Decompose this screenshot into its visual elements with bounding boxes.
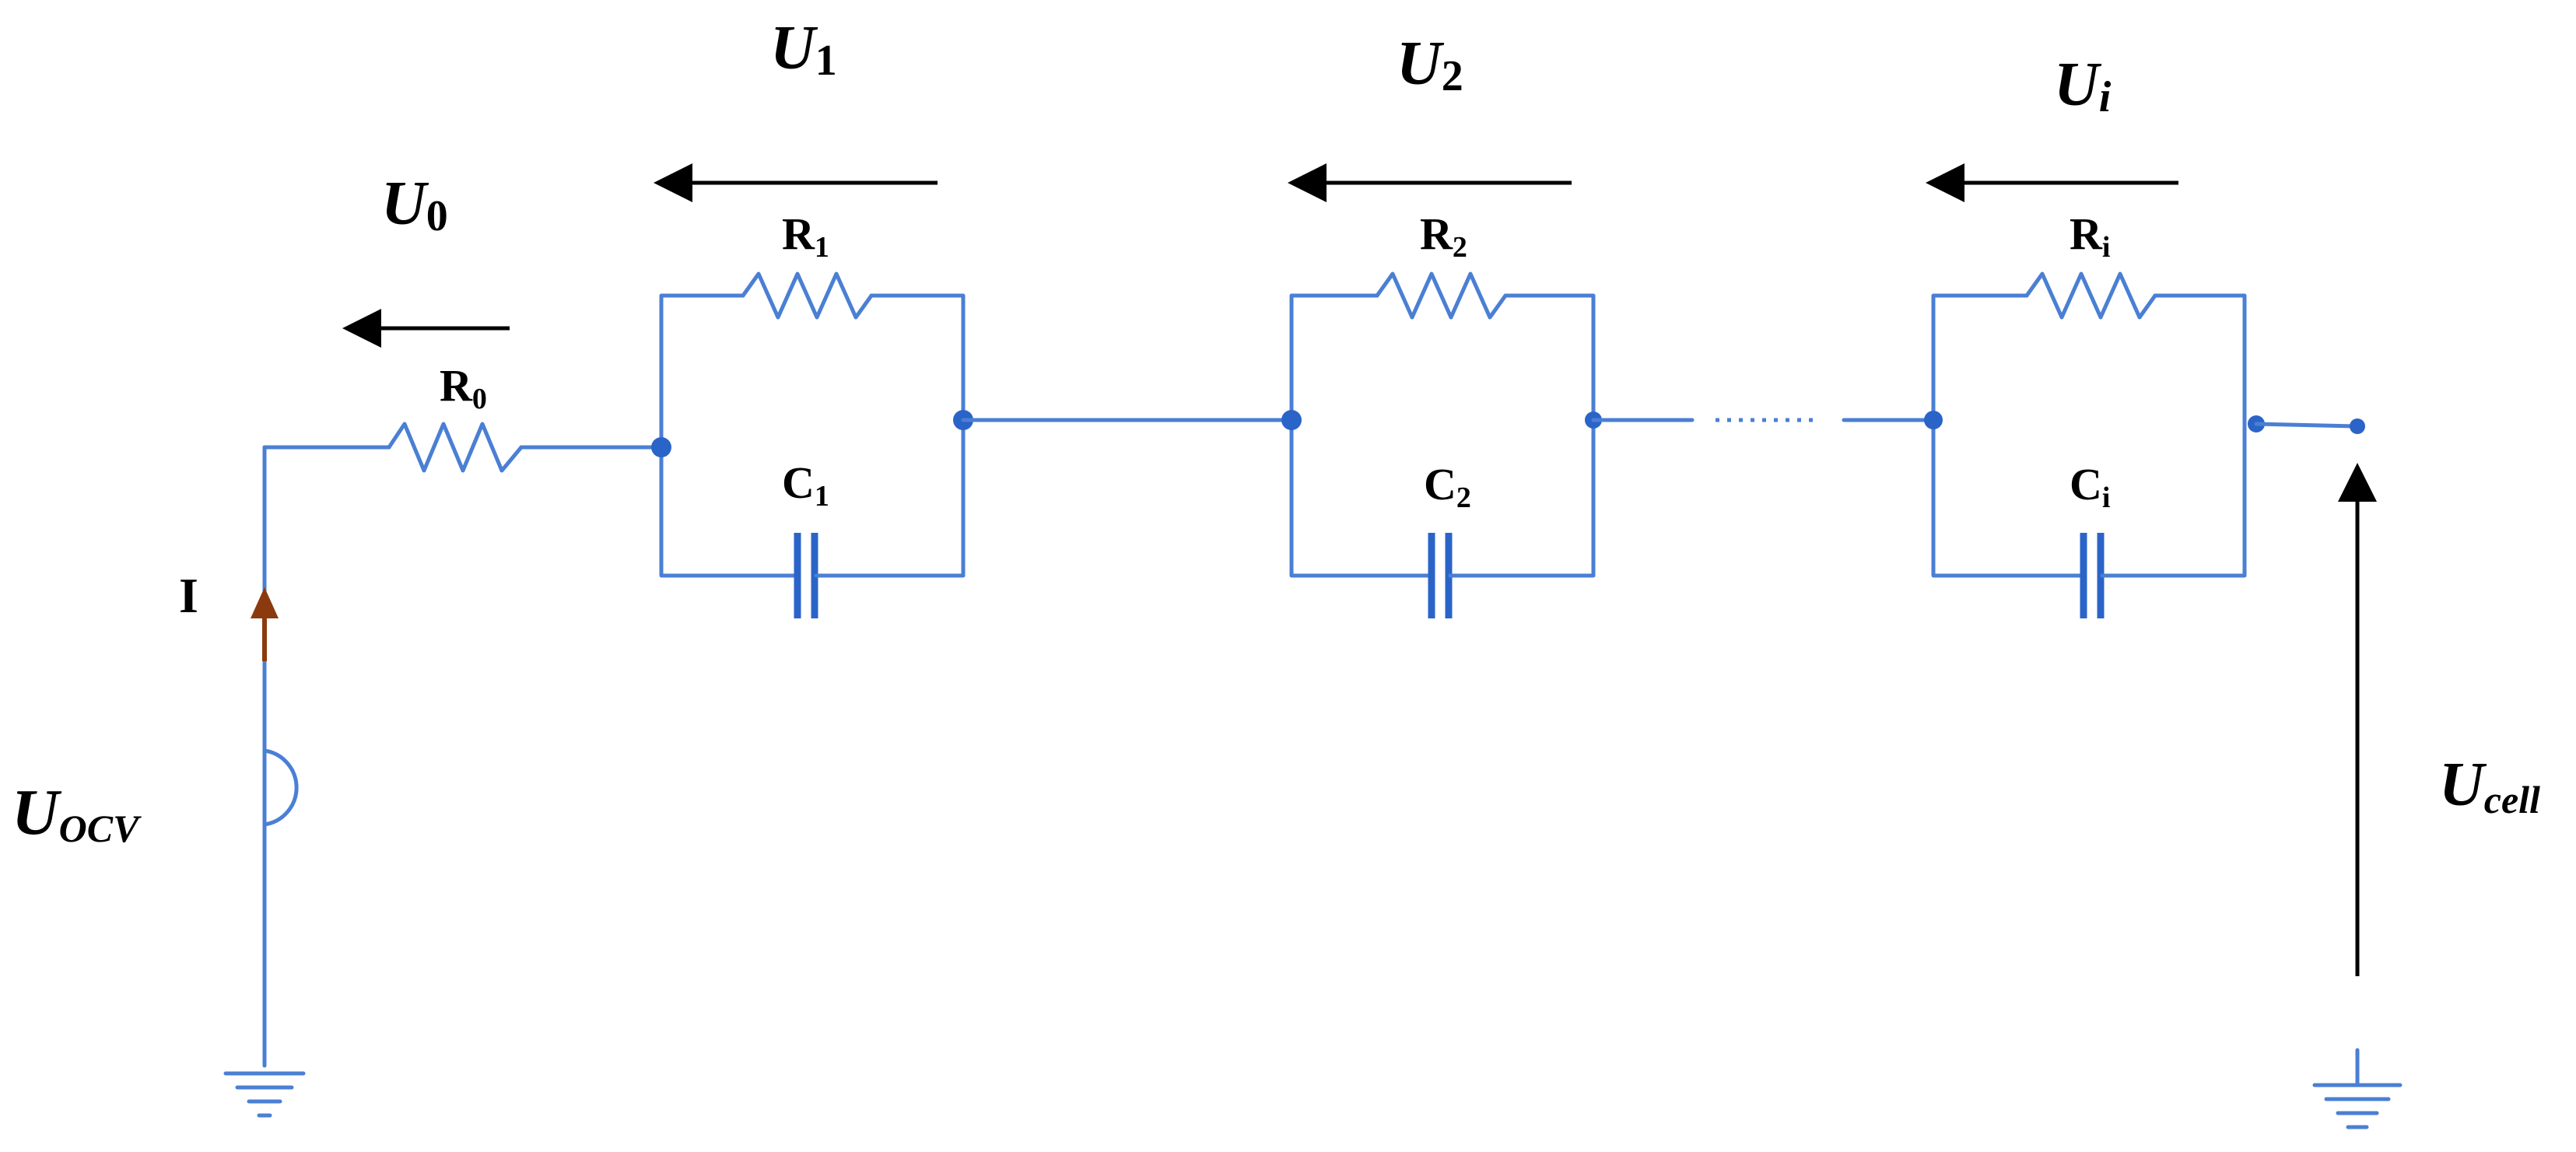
resistor-ri — [2024, 271, 2157, 320]
label-u2: U2 — [1397, 30, 1463, 100]
resistor-r1 — [741, 271, 874, 320]
label-u1: U1 — [770, 14, 837, 85]
resistor-r2 — [1375, 271, 1508, 320]
current-arrow — [251, 587, 279, 661]
label-c1: C1 — [782, 457, 829, 513]
source-branch — [262, 422, 664, 1068]
rc-block-i — [1924, 271, 2365, 618]
label-ci: Ci — [2070, 459, 2110, 514]
resistor-r0 — [387, 422, 524, 473]
label-ri: Ri — [2070, 208, 2110, 264]
rc-block-1 — [651, 271, 973, 618]
node — [651, 437, 671, 457]
ground-icon — [2312, 1048, 2403, 1129]
label-r1: R1 — [782, 208, 829, 264]
label-r2: R2 — [1420, 208, 1467, 264]
label-c2: C2 — [1424, 459, 1471, 514]
voltage-source-icon — [262, 748, 299, 827]
label-r0: R0 — [440, 360, 487, 415]
label-u0: U0 — [381, 170, 448, 240]
ground-icon — [223, 1071, 306, 1118]
rc-block-2 — [1281, 271, 1602, 618]
label-current: I — [179, 568, 198, 623]
output-terminal — [2350, 418, 2365, 434]
label-uocv: UOCV — [12, 776, 142, 850]
label-ui: Ui — [2054, 51, 2112, 121]
label-ucell: Ucell — [2439, 751, 2540, 821]
